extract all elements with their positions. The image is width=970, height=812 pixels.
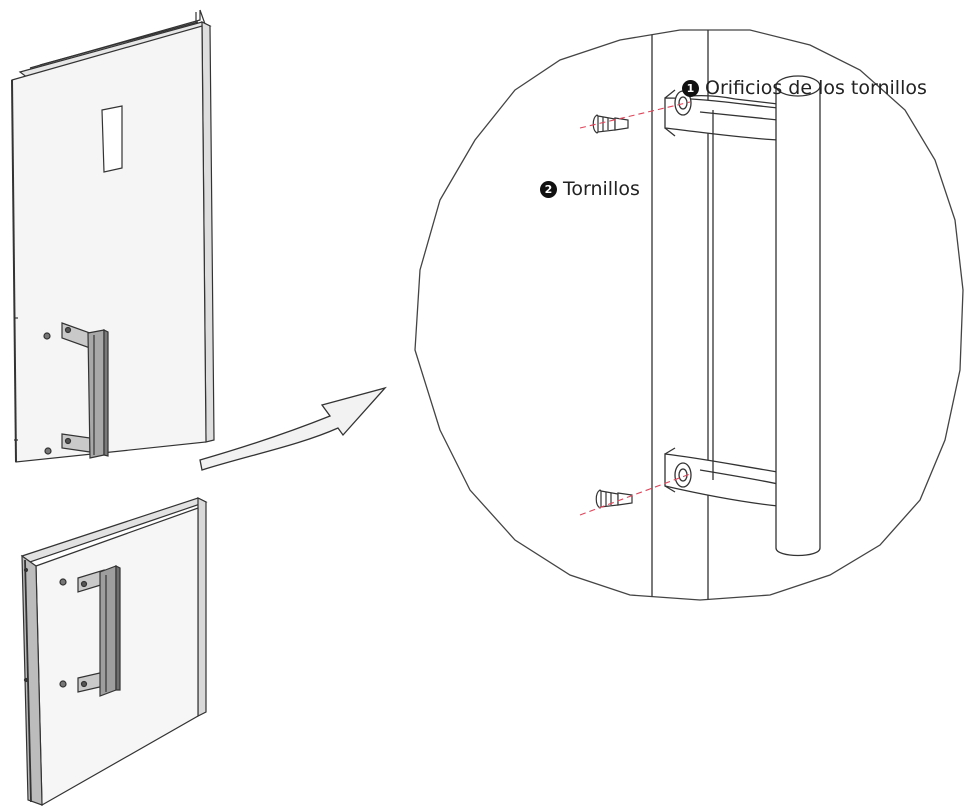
numbered-circle-icon: 1 bbox=[682, 79, 699, 97]
upper-door bbox=[11, 9, 215, 463]
lower-door-screw-top bbox=[59, 578, 67, 586]
lower-screw bbox=[595, 489, 633, 509]
magnified-detail-circle bbox=[414, 29, 964, 601]
upper-door-slot bbox=[101, 105, 123, 173]
callout-screw-holes: 1 Orificios de los tornillos bbox=[682, 77, 927, 99]
alignment-axis bbox=[579, 101, 691, 516]
lower-screw-hole bbox=[674, 462, 692, 488]
lower-door-screw-bottom bbox=[59, 680, 67, 688]
upper-screw-hole bbox=[674, 90, 692, 116]
callout-label: Orificios de los tornillos bbox=[705, 77, 927, 99]
curved-arrow-icon bbox=[199, 386, 387, 471]
handle-tube bbox=[775, 75, 821, 557]
lower-door-handle bbox=[77, 565, 121, 697]
upper-door-handle bbox=[61, 322, 109, 459]
upper-door-screw-top bbox=[43, 332, 51, 340]
upper-screw bbox=[592, 114, 629, 134]
lower-door bbox=[20, 497, 208, 807]
lower-door-side-right bbox=[197, 497, 207, 717]
upper-door-screw-bottom bbox=[44, 447, 52, 455]
upper-door-front bbox=[11, 25, 207, 463]
upper-bracket bbox=[664, 89, 779, 141]
callout-label: Tornillos bbox=[563, 178, 640, 200]
numbered-circle-icon: 2 bbox=[540, 180, 557, 198]
callout-screws: 2 Tornillos bbox=[540, 178, 640, 200]
